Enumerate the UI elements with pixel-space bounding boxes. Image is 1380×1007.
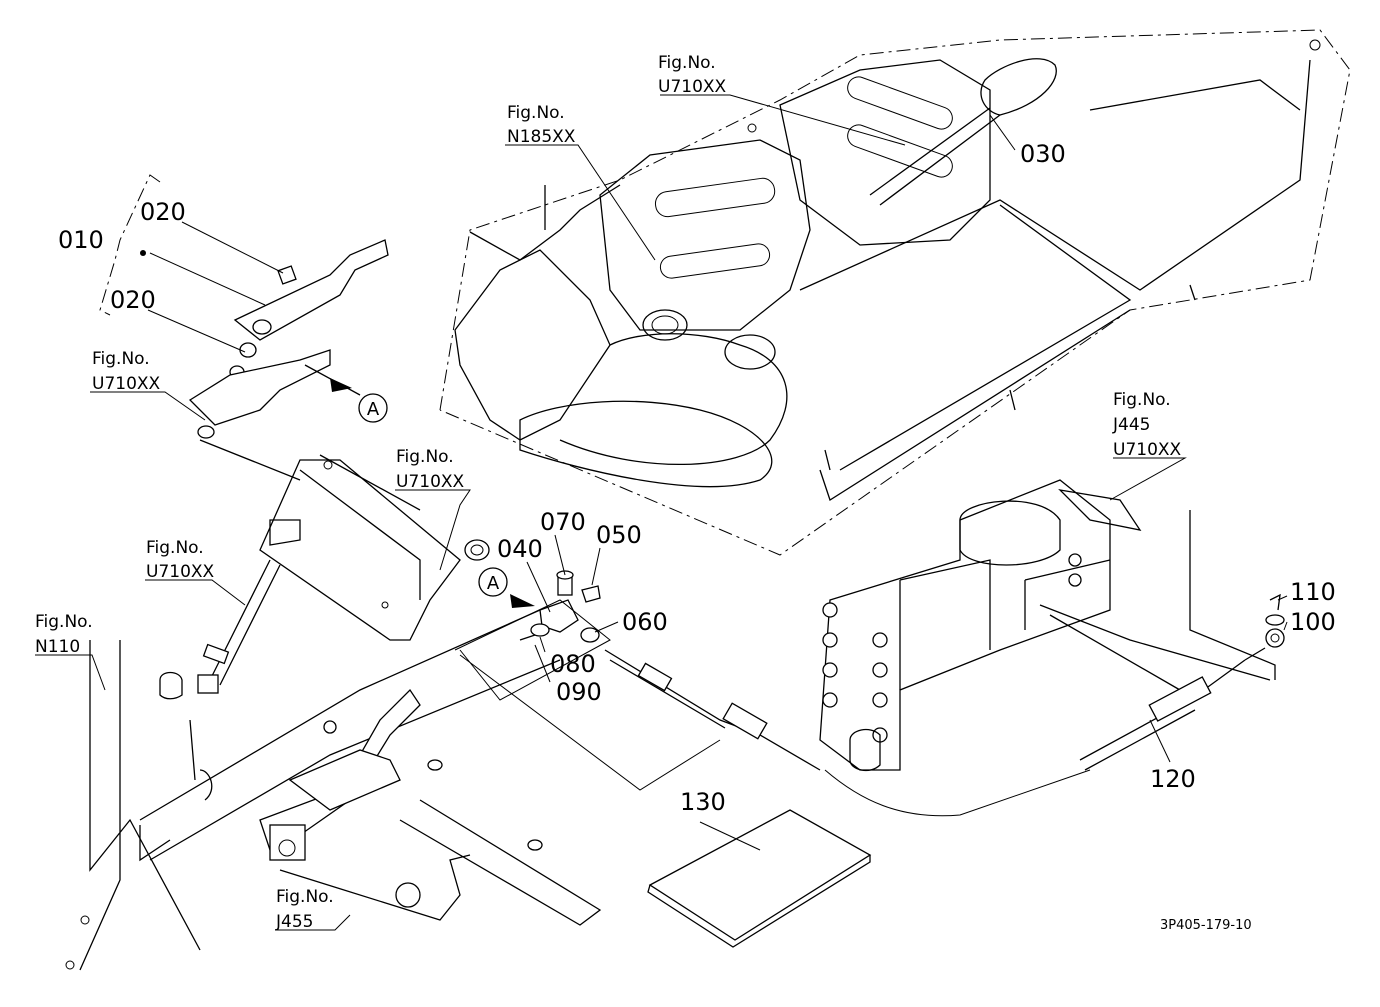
- lower-frame: [65, 609, 602, 971]
- part-070-label: 070: [540, 508, 586, 536]
- fig-ref-label: Fig.No.: [35, 612, 93, 632]
- fig-ref-code: J455: [275, 912, 313, 932]
- fig-ref-code: N185XX: [507, 127, 576, 147]
- part-060-label: 060: [622, 608, 668, 636]
- callout-circle-upper: [358, 393, 388, 423]
- part-050-label: 050: [596, 521, 642, 549]
- part-030-label: 030: [1020, 140, 1066, 168]
- part-090-label: 090: [556, 678, 602, 706]
- manual-130: [647, 809, 872, 948]
- fig-ref-code: J445: [1112, 415, 1150, 435]
- part-110-label: 110: [1290, 578, 1336, 606]
- fig-ref-label: Fig.No.: [146, 538, 204, 558]
- fig-ref-code: U710XX: [146, 562, 215, 582]
- fig-ref-code: U710XX: [658, 77, 727, 97]
- part-020-upper-label: 020: [140, 198, 186, 226]
- part-040-label: 040: [497, 535, 543, 563]
- fig-ref-code: N110: [35, 637, 80, 657]
- leader-lines: [35, 94, 1288, 931]
- fig-ref-label: Fig.No.: [507, 103, 565, 123]
- center-bracket: [159, 459, 461, 700]
- callout-circle-lower: [478, 567, 508, 597]
- callout-a-lower-text: A: [487, 573, 500, 594]
- fender-console-body: [439, 29, 1351, 556]
- valve-assembly: [819, 479, 1285, 817]
- fig-ref-label: Fig.No.: [92, 349, 150, 369]
- lever-assembly-010: [99, 174, 421, 511]
- drawing-code: 3P405-179-10: [1160, 918, 1252, 933]
- fig-ref-label: Fig.No.: [658, 53, 716, 73]
- figure-reference-labels: Fig.No. U710XX Fig.No. N185XX Fig.No. U7…: [35, 53, 1182, 932]
- callout-a-upper-text: A: [367, 399, 380, 420]
- fig-ref-label: Fig.No.: [276, 887, 334, 907]
- part-020-lower-label: 020: [110, 286, 156, 314]
- fig-ref-code: U710XX: [92, 374, 161, 394]
- part-120-label: 120: [1150, 765, 1196, 793]
- cable-small-parts: [454, 539, 821, 791]
- part-100-label: 100: [1290, 608, 1336, 636]
- fig-ref-code: U710XX: [1113, 440, 1182, 460]
- part-130-label: 130: [680, 788, 726, 816]
- part-010-label: 010: [58, 226, 104, 254]
- lever-knob-030: [869, 58, 1057, 206]
- fig-ref-label: Fig.No.: [396, 447, 454, 467]
- part-080-label: 080: [550, 650, 596, 678]
- fig-ref-code: U710XX: [396, 472, 465, 492]
- callout-a: A A: [358, 393, 508, 597]
- fig-ref-label: Fig.No.: [1113, 390, 1171, 410]
- part-number-labels: 010 020 020 030 040 050 060 070 080 090 …: [58, 140, 1336, 816]
